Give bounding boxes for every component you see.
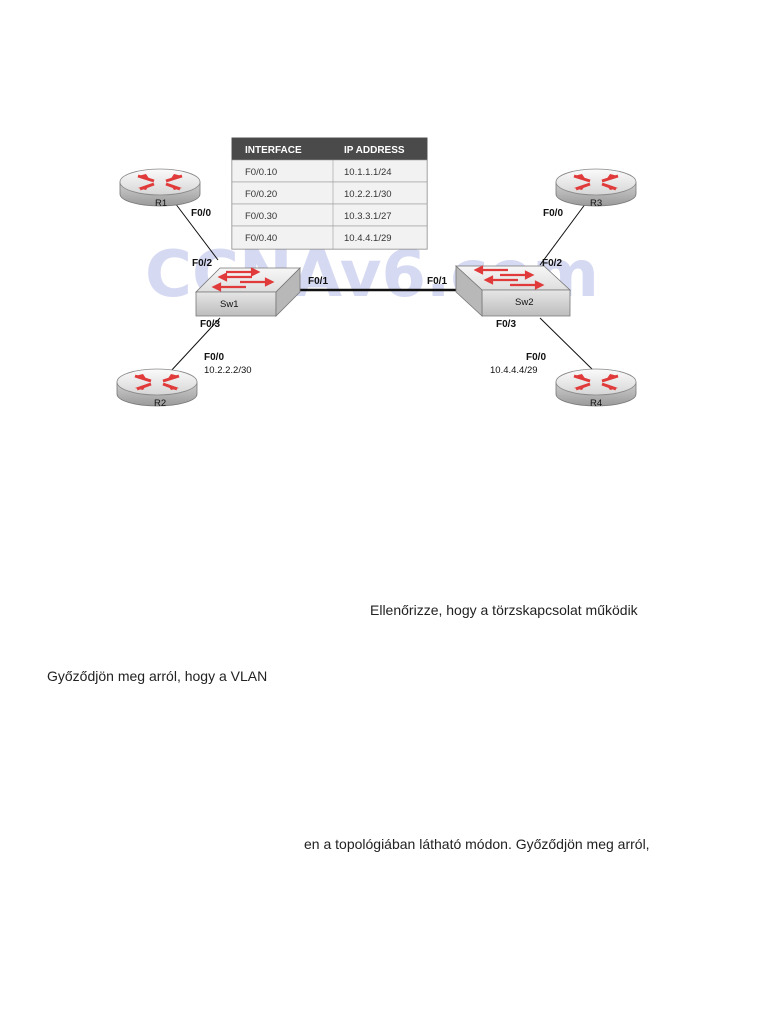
table-row bbox=[231, 225, 428, 250]
router-r4 bbox=[555, 368, 637, 407]
router-r3 bbox=[555, 168, 637, 207]
table-cell: F0/0.10 bbox=[245, 167, 277, 178]
switch-sw1 bbox=[195, 267, 301, 317]
port-label-r4-f00: F0/0 bbox=[526, 352, 546, 363]
router-label-r1: R1 bbox=[155, 198, 167, 209]
link-sw2-r4 bbox=[539, 317, 596, 373]
table-cell: 10.3.3.1/27 bbox=[344, 211, 392, 222]
port-label-sw2-f03: F0/3 bbox=[496, 319, 516, 330]
document-line-topology: en a topológiában látható módon. Győződj… bbox=[304, 836, 650, 852]
link-r3-sw2 bbox=[539, 202, 587, 266]
ip-label-r2: 10.2.2.2/30 bbox=[204, 365, 252, 376]
table-header-ip: IP ADDRESS bbox=[344, 145, 405, 156]
table-cell: F0/0.20 bbox=[245, 189, 277, 200]
network-topology-diagram: CCNAv6.com INTERFACE IP ADDRESS F0/0.10 … bbox=[0, 0, 768, 430]
table-cell: 10.4.4.1/29 bbox=[344, 233, 392, 244]
port-label-r1-f00: F0/0 bbox=[191, 208, 211, 219]
switch-label-sw2: Sw2 bbox=[515, 297, 533, 308]
table-cell: F0/0.30 bbox=[245, 211, 277, 222]
ip-label-r4: 10.4.4.4/29 bbox=[490, 365, 538, 376]
port-label-sw1-f01: F0/1 bbox=[308, 276, 328, 287]
document-line-vlan-check: Győződjön meg arról, hogy a VLAN bbox=[47, 668, 268, 684]
table-header-interface: INTERFACE bbox=[245, 145, 302, 156]
router-label-r2: R2 bbox=[154, 398, 166, 409]
router-label-r4: R4 bbox=[590, 398, 602, 409]
link-lines bbox=[169, 202, 596, 373]
link-r1-sw1 bbox=[174, 202, 219, 261]
switch-icon bbox=[473, 265, 545, 290]
document-line-trunk-check: Ellenőrizze, hogy a törzskapcsolat működ… bbox=[370, 602, 638, 618]
table-cell: 10.1.1.1/24 bbox=[344, 167, 392, 178]
link-sw1-r2 bbox=[169, 317, 221, 373]
port-label-r2-f00: F0/0 bbox=[204, 352, 224, 363]
switch-sw2 bbox=[454, 265, 572, 317]
port-label-sw2-f02: F0/2 bbox=[542, 258, 562, 269]
port-label-sw1-f03: F0/3 bbox=[200, 319, 220, 330]
topology-svg: CCNAv6.com INTERFACE IP ADDRESS F0/0.10 … bbox=[116, 137, 637, 409]
port-label-sw2-f01: F0/1 bbox=[427, 276, 447, 287]
switch-icon bbox=[211, 267, 275, 292]
table-cell: 10.2.2.1/30 bbox=[344, 189, 392, 200]
ip-address-table: INTERFACE IP ADDRESS F0/0.10 10.1.1.1/24… bbox=[231, 137, 428, 250]
router-r2 bbox=[116, 368, 198, 407]
router-label-r3: R3 bbox=[590, 198, 602, 209]
table-header-row bbox=[232, 138, 427, 160]
port-label-r3-f00: F0/0 bbox=[543, 208, 563, 219]
table-cell: F0/0.40 bbox=[245, 233, 277, 244]
router-r1 bbox=[119, 168, 201, 207]
port-label-sw1-f02: F0/2 bbox=[192, 258, 212, 269]
switch-label-sw1: Sw1 bbox=[220, 299, 238, 310]
